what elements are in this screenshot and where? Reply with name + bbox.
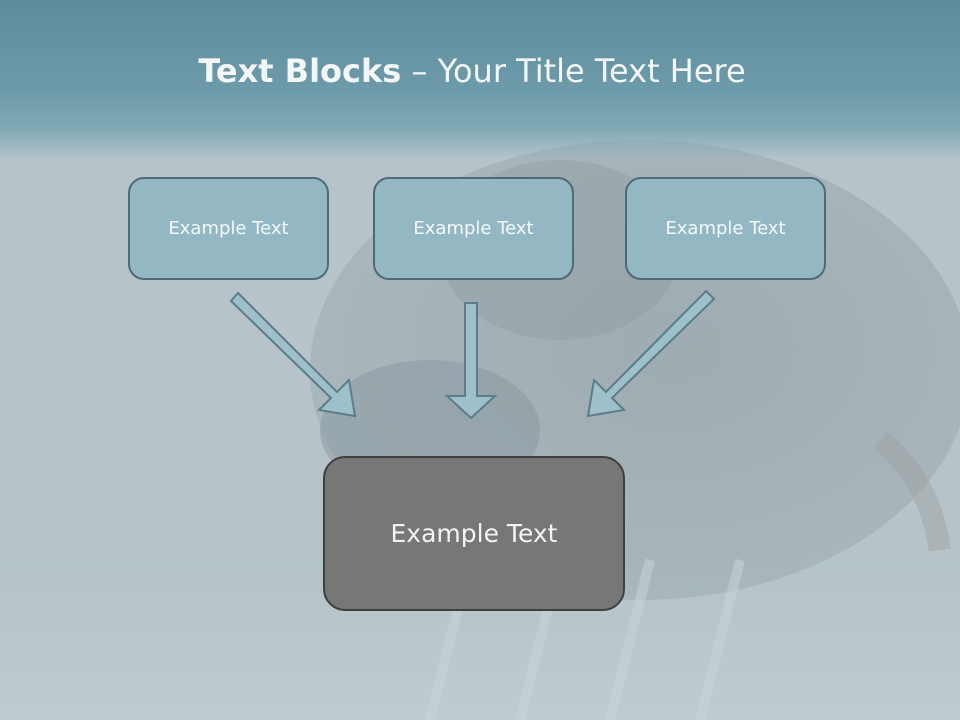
text-block-3: Example Text — [625, 177, 826, 280]
slide-title: Text Blocks – Your Title Text Here — [0, 52, 944, 90]
text-block-2: Example Text — [373, 177, 574, 280]
result-block: Example Text — [323, 456, 625, 611]
text-block-1: Example Text — [128, 177, 329, 280]
text-block-1-label: Example Text — [168, 218, 289, 239]
header-band — [0, 0, 960, 160]
text-block-2-label: Example Text — [413, 218, 534, 239]
title-bold: Text Blocks — [198, 52, 402, 90]
text-block-3-label: Example Text — [665, 218, 786, 239]
title-rest: Your Title Text Here — [437, 52, 746, 90]
title-separator: – — [401, 52, 438, 90]
result-block-label: Example Text — [390, 519, 558, 548]
